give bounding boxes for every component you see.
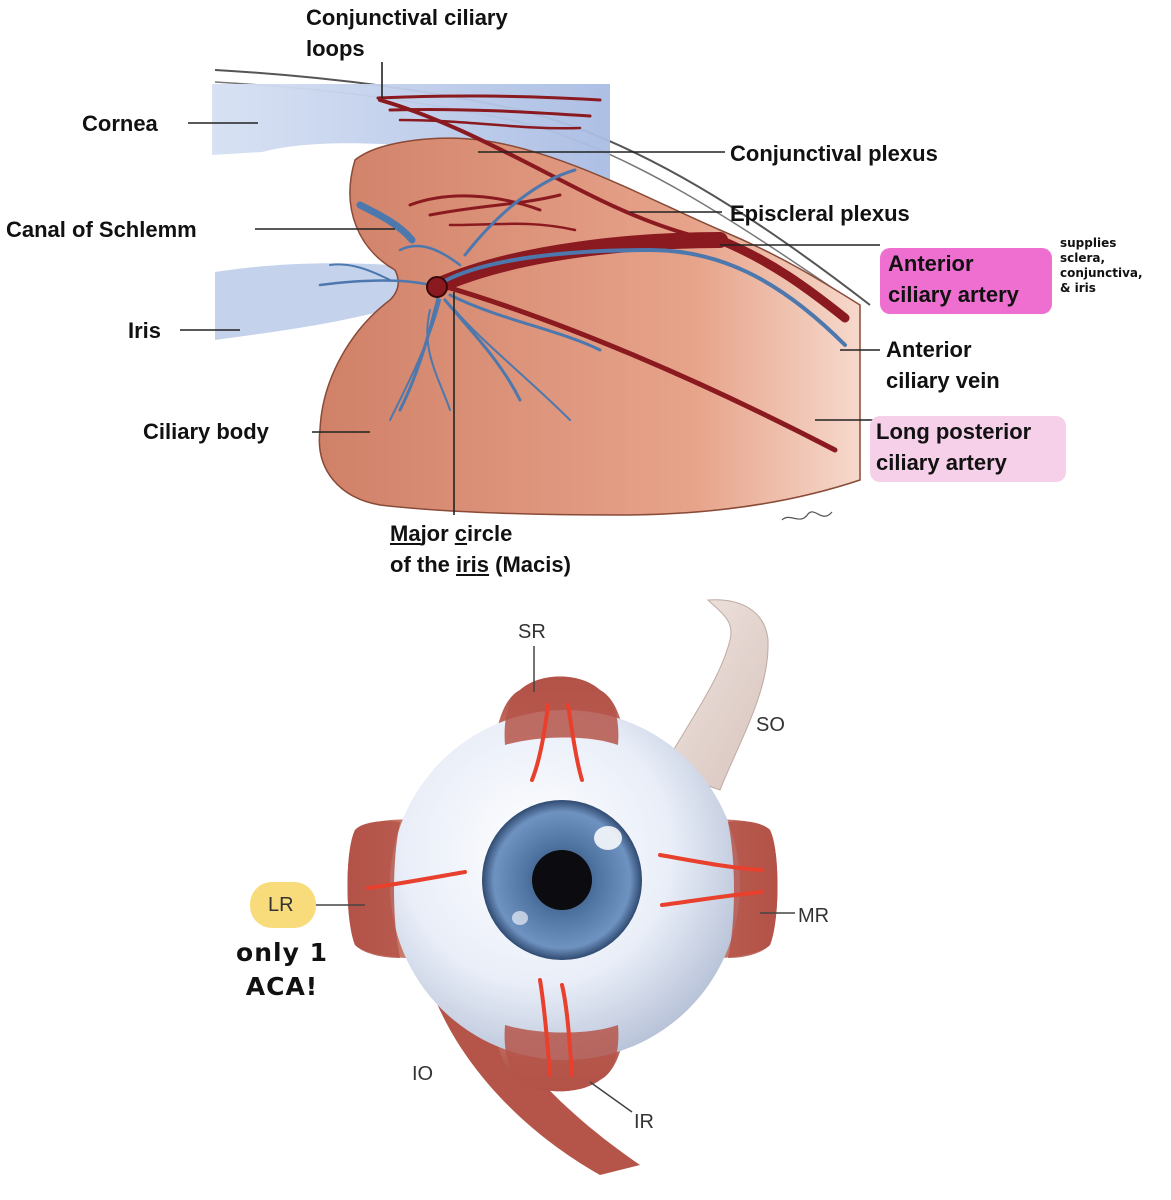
handwritten-note-only-1-aca: only 1 ACA! bbox=[236, 938, 328, 1001]
superior-oblique-muscle bbox=[661, 599, 769, 791]
label-conjunctival-plexus: Conjunctival plexus bbox=[730, 141, 938, 166]
anterior-ciliary-arteries bbox=[366, 703, 764, 1077]
label-anterior-ciliary-vein: Anterior ciliary vein bbox=[886, 337, 1000, 393]
label-episcleral-plexus: Episcleral plexus bbox=[730, 201, 910, 226]
label-so: SO bbox=[756, 714, 785, 736]
label-iris: Iris bbox=[128, 318, 162, 343]
long-posterior-ciliary-artery-highlight bbox=[870, 416, 1066, 482]
vein-vessels bbox=[318, 168, 847, 421]
lr-highlight bbox=[250, 882, 316, 928]
label-io: IO bbox=[412, 1063, 434, 1085]
artist-signature bbox=[781, 511, 833, 521]
handwritten-note-supplies: supplies sclera, conjunctiva, & iris bbox=[1060, 236, 1143, 295]
label-anterior-ciliary-artery: Anterior ciliary artery bbox=[888, 251, 1019, 307]
major-circle-node bbox=[426, 276, 448, 298]
label-major-circle-of-the-iris: Major circle of the iris (Macis) bbox=[390, 521, 571, 577]
pupil bbox=[532, 850, 592, 910]
label-long-posterior-ciliary-artery: Long posterior ciliary artery bbox=[876, 419, 1032, 475]
label-canal-of-schlemm: Canal of Schlemm bbox=[6, 217, 197, 242]
label-lr: LR bbox=[268, 894, 294, 916]
label-sr: SR bbox=[518, 621, 546, 643]
label-cornea: Cornea bbox=[82, 111, 158, 136]
anterior-ciliary-artery-highlight bbox=[880, 248, 1052, 314]
iris-region bbox=[215, 263, 420, 340]
label-conjunctival-ciliary-loops: Conjunctival ciliary loops bbox=[306, 5, 508, 61]
leader-lines-top bbox=[180, 62, 880, 515]
label-ciliary-body: Ciliary body bbox=[143, 419, 269, 444]
label-mr: MR bbox=[798, 905, 830, 927]
label-ir: IR bbox=[634, 1111, 654, 1133]
artery-vessels bbox=[376, 94, 850, 453]
leader-lines-bottom bbox=[312, 646, 795, 1113]
